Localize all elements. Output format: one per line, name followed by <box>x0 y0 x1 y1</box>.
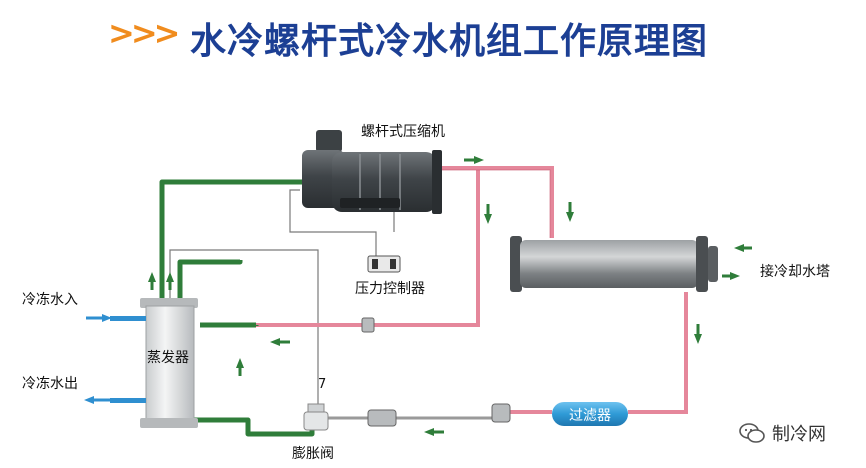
compressor-label: 螺杆式压缩机 <box>361 124 445 140</box>
flow-arrows-discharge <box>464 156 702 344</box>
cooling-tower-arrows <box>722 244 752 280</box>
wechat-icon <box>739 423 765 443</box>
filter-label: 过滤器 <box>569 408 611 424</box>
flow-arrows-green <box>148 272 444 436</box>
chilled-water-out-label: 冷冻水出 <box>22 375 78 392</box>
pink-pipes <box>256 166 688 414</box>
pressure-controller <box>367 255 401 273</box>
condenser <box>510 236 718 292</box>
pressure-controller-label: 压力控制器 <box>355 281 425 297</box>
cooling-tower-label: 接冷却水塔 <box>760 263 830 280</box>
page-title: 水冷螺杆式冷水机组工作原理图 <box>190 21 709 62</box>
filter: 过滤器 <box>552 402 628 426</box>
evaporator-label: 蒸发器 <box>147 350 189 366</box>
header: >>> 水冷螺杆式冷水机组工作原理图 <box>0 0 866 80</box>
chilled-water-arrows <box>84 314 112 404</box>
watermark: 制冷网 <box>738 420 826 446</box>
expansion-valve-label: 膨胀阀 <box>292 445 334 462</box>
chevron-icons: >>> <box>108 14 180 52</box>
watermark-text: 制冷网 <box>772 424 826 445</box>
chilled-water-in-label: 冷冻水入 <box>22 291 78 308</box>
expansion-valve <box>303 403 329 431</box>
evaporator <box>110 298 198 428</box>
inline-valves <box>361 317 511 427</box>
control-lines <box>169 189 395 404</box>
screw-compressor <box>302 130 442 214</box>
valve-mark: 7 <box>318 377 326 392</box>
